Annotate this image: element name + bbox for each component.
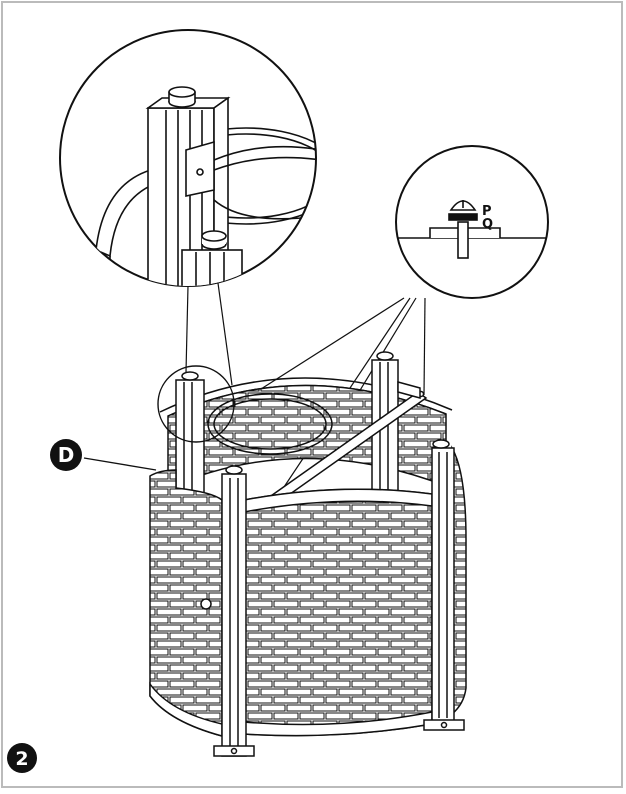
part-label-d: D [58,443,75,467]
washer-label-q: Q [482,217,493,232]
screw-label-p: P [482,204,492,219]
step-number: 2 [15,748,28,770]
post-ring-detail-callout [59,29,317,287]
part-label-d-badge: D [50,439,82,471]
screw-detail-callout: P Q [395,145,549,299]
part-d-leader [83,457,157,471]
basket-assembly [149,351,467,757]
step-number-badge: 2 [7,743,37,773]
detail-highlight-circle [157,365,235,443]
